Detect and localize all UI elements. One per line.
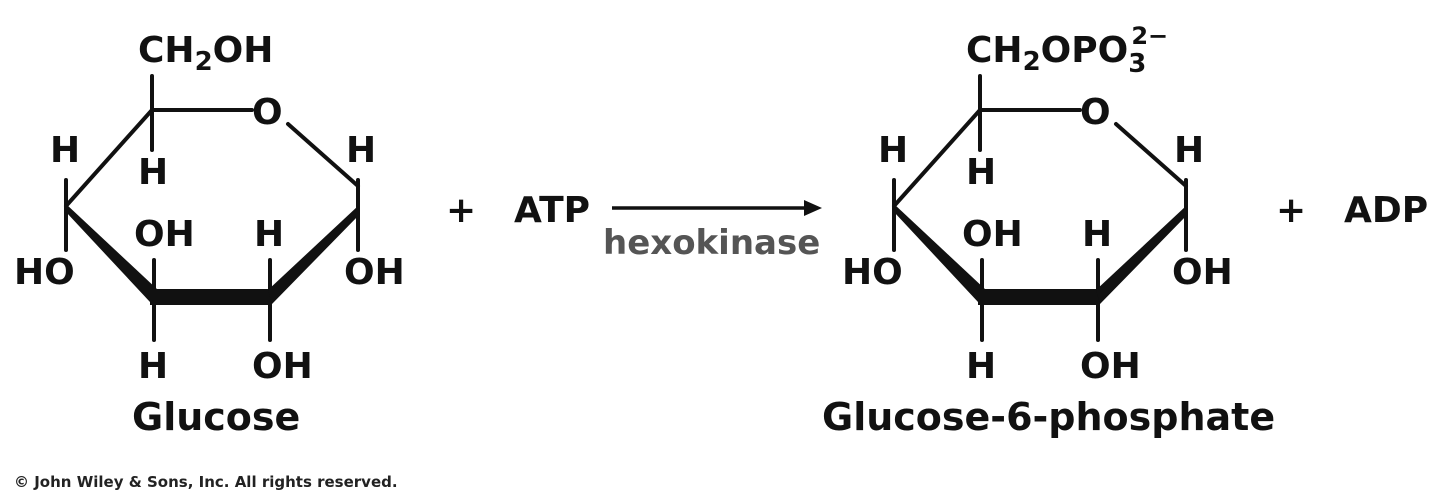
adp-label: ADP [1344, 190, 1428, 231]
g6p-c2-oh: OH [1080, 346, 1141, 387]
g6p-c5-c4-bond [892, 108, 982, 208]
glucose-ch2oh-group: CH2OH [138, 30, 273, 77]
g6p-c3-oh: OH [962, 214, 1023, 255]
g6p-c3-h: H [966, 346, 996, 387]
glucose-c1-oh: OH [344, 252, 405, 293]
glucose-wedges [66, 204, 360, 305]
glucose-c5-h: H [138, 152, 168, 193]
glucose-c3-h: H [138, 346, 168, 387]
g6p-front-left-wedge [894, 204, 986, 302]
g6p-ring-oxygen: O [1080, 92, 1111, 133]
g6p-name-label: Glucose-6-phosphate [822, 395, 1275, 439]
glucose-c2-h: H [254, 214, 284, 255]
copyright-notice: © John Wiley & Sons, Inc. All rights res… [14, 473, 398, 491]
g6p-front-right-wedge [1096, 206, 1188, 304]
glucose-name-label: Glucose [132, 395, 300, 439]
glucose-c4-h: H [50, 130, 80, 171]
glucose-structure: CH2OH O H H H HO OH H OH H [14, 30, 405, 439]
g6p-c4-ho: HO [842, 252, 903, 293]
glucose-front-bottom-bond [150, 289, 272, 305]
glucose-front-left-wedge [66, 204, 158, 302]
glucose-c2-oh: OH [252, 346, 313, 387]
g6p-c1-oh: OH [1172, 252, 1233, 293]
glucose-o-c1-bond [286, 122, 360, 188]
glucose-c5-c4-bond [64, 108, 154, 208]
g6p-c4-h: H [878, 130, 908, 171]
g6p-front-bottom-bond [978, 289, 1100, 305]
reaction-arrow-head [804, 200, 822, 216]
g6p-c2-h: H [1082, 214, 1112, 255]
glucose-front-right-wedge [268, 206, 360, 304]
g6p-wedges [894, 204, 1188, 305]
reaction-arrow [612, 200, 822, 216]
g6p-c1-h: H [1174, 130, 1204, 171]
glucose-ring-oxygen: O [252, 92, 283, 133]
g6p-ch2opo3-group: CH2OPO32− [966, 22, 1168, 79]
glucose-c4-ho: HO [14, 252, 75, 293]
enzyme-label: hexokinase [603, 223, 820, 263]
g6p-c5-h: H [966, 152, 996, 193]
atp-label: ATP [514, 190, 590, 231]
glucose-c3-oh: OH [134, 214, 195, 255]
glucose-c1-h: H [346, 130, 376, 171]
glucose-6-phosphate-structure: CH2OPO32− O H H H HO OH H OH H OH [822, 22, 1275, 439]
plus-sign-1: + [446, 190, 476, 231]
plus-sign-2: + [1276, 190, 1306, 231]
g6p-o-c1-bond [1114, 122, 1188, 188]
